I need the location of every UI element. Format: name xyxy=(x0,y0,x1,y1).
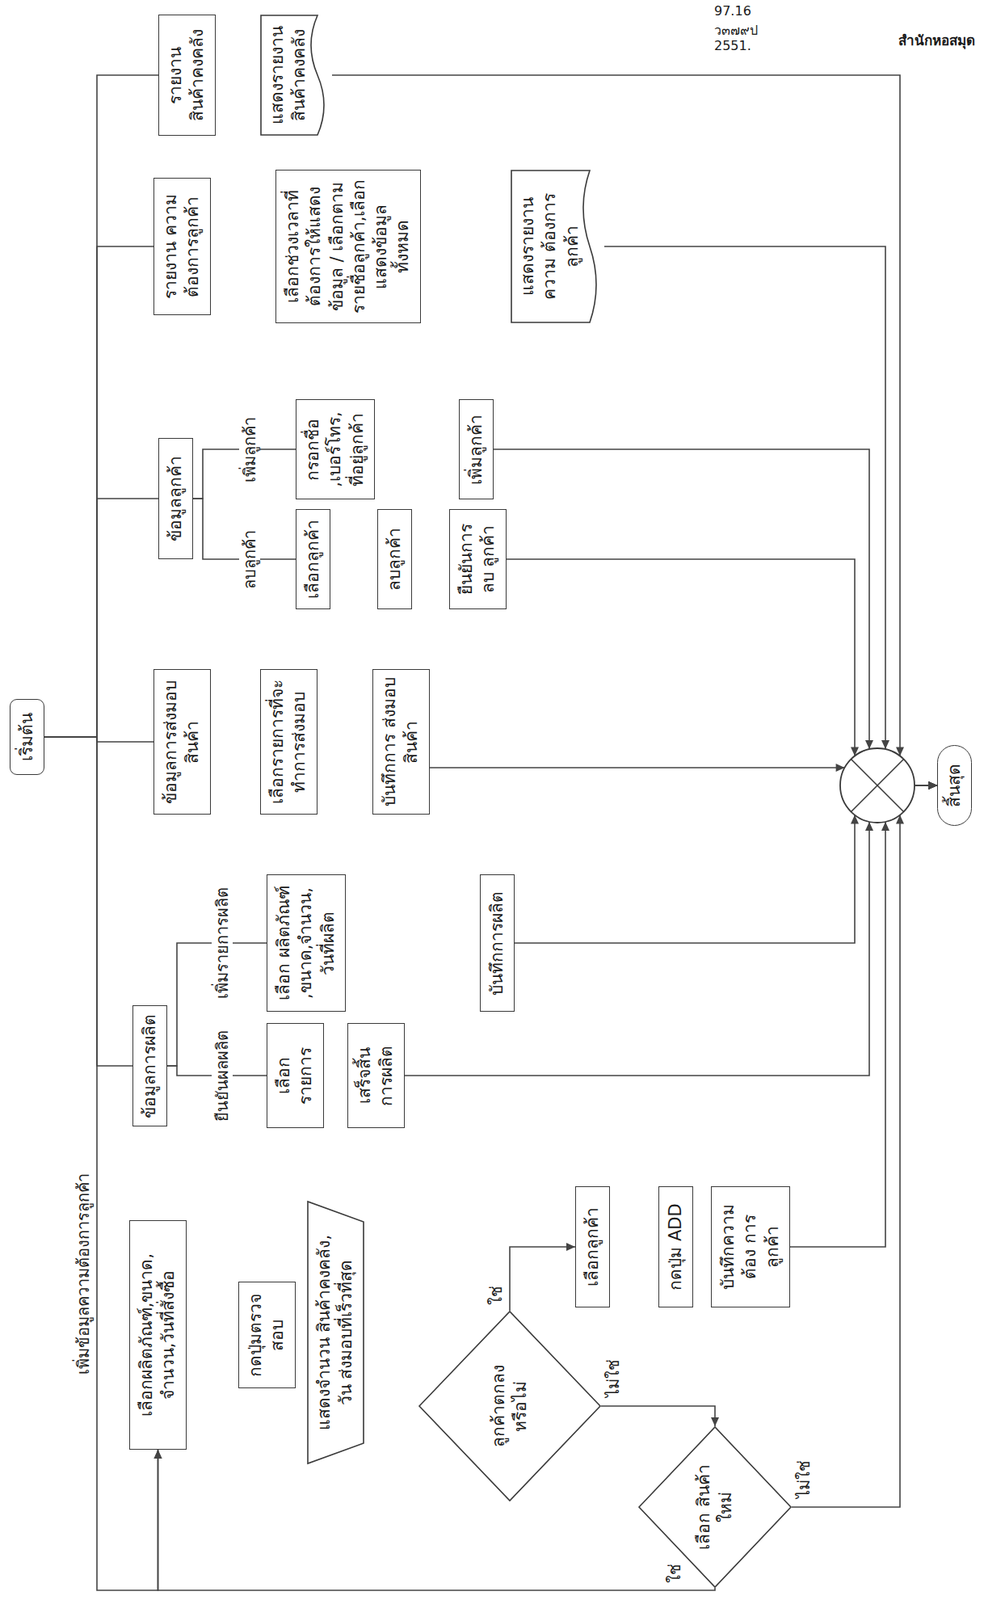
connector xyxy=(44,498,159,737)
edge-label: ใช่ xyxy=(664,1560,686,1586)
node-text: เพิ่มลูกค้า xyxy=(465,414,488,485)
node-text: เริ่มต้น xyxy=(16,712,38,762)
node-text: เสร็จสิ้น การผลิต xyxy=(353,1030,399,1120)
edge-label: ไม่ใช่ xyxy=(602,1356,624,1400)
process-box: เพิ่มลูกค้า xyxy=(458,399,494,500)
process-box: เลือกลูกค้า xyxy=(295,508,331,610)
edge-label: เพิ่มลูกค้า xyxy=(239,414,261,485)
node-text: เลือกผลิตภัณฑ์,ขนาด, จำนวน,วันที่สั่งซื้… xyxy=(135,1227,181,1442)
node-text: เลือก ผลิตภัณฑ์ ,ขนาด,จำนวน, วันที่ผลิต xyxy=(273,882,340,1004)
node-text: แสดงจำนวน สินค้าคงคลัง, วัน ส่งมอบที่เร็… xyxy=(313,1227,358,1437)
document-shape: แสดงรายงาน สินค้าคงคลัง xyxy=(260,14,333,136)
node-text: เลือกลูกค้า xyxy=(302,519,324,599)
node-text: บันทึกการ ส่งมอบสินค้า xyxy=(378,677,424,807)
process-box: กดปุ่มตรวจสอบ xyxy=(238,1281,296,1388)
process-box: เลือก ผลิตภัณฑ์ ,ขนาด,จำนวน, วันที่ผลิต xyxy=(266,874,346,1012)
node-text: ยืนยันการลบ ลูกค้า xyxy=(455,517,501,602)
connector xyxy=(44,736,154,742)
display-shape: แสดงจำนวน สินค้าคงคลัง, วัน ส่งมอบที่เร็… xyxy=(306,1200,365,1464)
node-text: สิ้นสุด xyxy=(943,763,966,808)
shape-outline xyxy=(638,1425,792,1588)
node-text: กรอกชื่อ ,เบอร์โทร, ที่อยู่ลูกค้า xyxy=(302,407,369,492)
process-box: ลบลูกค้า xyxy=(377,508,413,610)
terminal-start: เริ่มต้น xyxy=(9,698,45,775)
process-box: เสร็จสิ้น การผลิต xyxy=(347,1022,405,1128)
node-text: ลบลูกค้า xyxy=(383,527,406,591)
process-box: เลือกลูกค้า xyxy=(575,1185,610,1308)
menu-box: ข้อมูลการผลิต xyxy=(132,1005,168,1127)
node-text: เลือกรายการ xyxy=(273,1030,318,1120)
connector xyxy=(791,781,938,1507)
node-text: กดปุ่มตรวจสอบ xyxy=(244,1289,290,1380)
connector xyxy=(44,736,133,1066)
connector xyxy=(404,781,938,1076)
node-text: ลูกค้าตกลง หรือไม่ xyxy=(487,1353,533,1459)
decision-diamond: ลูกค้าตกลง หรือไม่ xyxy=(418,1310,602,1502)
node-text: เลือกช่วงเวลาที่ ต้องการให้แสดง ข้อมูล /… xyxy=(281,177,415,316)
connector xyxy=(509,1242,576,1311)
process-box: บันทึกความต้อง การลูกค้า xyxy=(710,1185,791,1308)
process-box: กดปุ่ม ADD xyxy=(658,1185,694,1308)
connector xyxy=(506,559,938,790)
node-text: รายงาน ความต้องการลูกค้า xyxy=(159,185,205,307)
terminal-end: สิ้นสุด xyxy=(937,744,972,826)
menu-box: ข้อมูลลูกค้า xyxy=(158,437,194,560)
edge-label: ไม่ใช่ xyxy=(793,1457,815,1501)
decision-diamond: เลือก สินค้าใหม่ xyxy=(638,1425,792,1588)
connector xyxy=(601,1405,720,1426)
node-text: บันทึกความต้อง การลูกค้า xyxy=(717,1194,784,1300)
node-text: แสดงรายงาน สินค้าคงคลัง xyxy=(266,22,312,128)
process-box: เลือกรายการที่จะ ทำการส่งมอบ xyxy=(260,668,318,815)
call-number: ว๓๗๙ป xyxy=(714,20,758,41)
process-box: บันทึกการผลิต xyxy=(479,874,515,1012)
connector xyxy=(429,763,938,790)
process-box: ยืนยันการลบ ลูกค้า xyxy=(449,508,507,610)
document-shape: แสดงรายงานความ ต้องการลูกค้า xyxy=(510,169,605,324)
connector xyxy=(604,246,938,790)
node-text: บันทึกการผลิต xyxy=(486,891,509,996)
process-box: เลือกผลิตภัณฑ์,ขนาด, จำนวน,วันที่สั่งซื้… xyxy=(129,1219,187,1450)
connector xyxy=(154,1449,716,1590)
connector xyxy=(44,736,163,1590)
connector xyxy=(514,781,938,943)
node-text: ข้อมูลลูกค้า xyxy=(164,455,187,542)
node-text: ข้อมูลการส่งมอบ สินค้า xyxy=(159,677,205,807)
node-text: เลือกรายการที่จะ ทำการส่งมอบ xyxy=(266,677,312,807)
node-text: กดปุ่ม ADD xyxy=(664,1202,687,1290)
call-number: 2551. xyxy=(714,37,752,54)
menu-box: รายงาน สินค้าคงคลัง xyxy=(158,14,216,136)
connector xyxy=(790,781,938,1247)
node-text: เลือก สินค้าใหม่ xyxy=(693,1461,738,1552)
process-box: เลือกรายการ xyxy=(266,1022,324,1128)
node-text: ข้อมูลการผลิต xyxy=(138,1013,161,1119)
node-text: รายงาน สินค้าคงคลัง xyxy=(164,22,210,128)
call-number: 97.16 xyxy=(714,3,752,19)
node-text: เลือกลูกค้า xyxy=(581,1206,604,1287)
shape-outline xyxy=(418,1310,602,1502)
edge-label: ใช่ xyxy=(485,1282,507,1308)
edge-label: เพิ่มรายการผลิต xyxy=(211,884,233,1001)
connector xyxy=(44,75,159,737)
edge-label: ลบลูกค้า xyxy=(239,527,261,592)
edge-label: ยืนยันผลผลิต xyxy=(211,1027,233,1124)
connector xyxy=(44,246,154,737)
process-box: กรอกชื่อ ,เบอร์โทร, ที่อยู่ลูกค้า xyxy=(295,399,375,500)
menu-box: ข้อมูลการส่งมอบ สินค้า xyxy=(153,668,211,815)
library-stamp: สำนักหอสมุด xyxy=(898,29,976,51)
process-box: บันทึกการ ส่งมอบสินค้า xyxy=(372,668,430,815)
node-text: แสดงรายงานความ ต้องการลูกค้า xyxy=(517,177,584,316)
process-box: เลือกช่วงเวลาที่ ต้องการให้แสดง ข้อมูล /… xyxy=(275,169,421,324)
menu-box: รายงาน ความต้องการลูกค้า xyxy=(153,177,211,316)
edge-label: เพิ่มข้อมูลความต้องการลูกค้า xyxy=(72,1170,94,1377)
connector xyxy=(493,449,938,790)
